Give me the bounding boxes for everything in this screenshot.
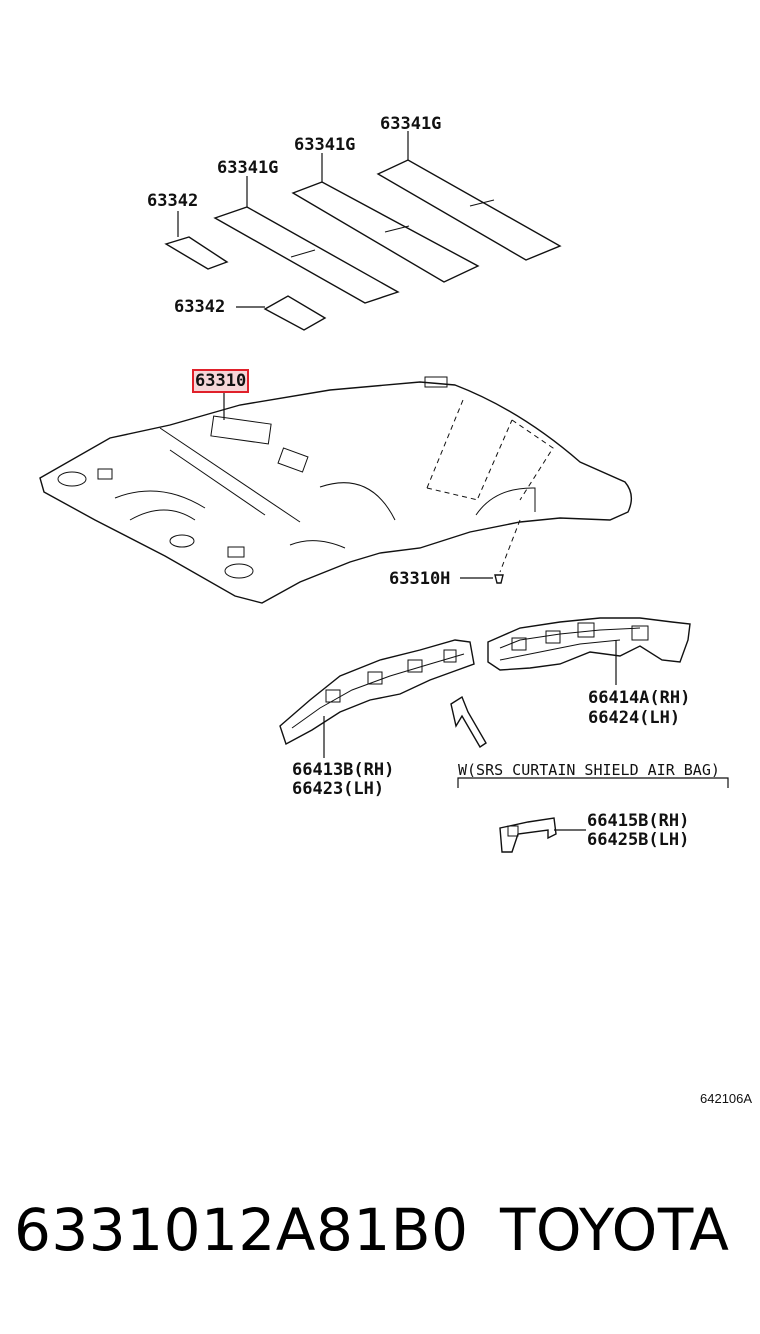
label-63342-bottom: 63342 — [174, 297, 226, 317]
small-pad-63342-bottom — [263, 295, 327, 331]
label-66424-lh: 66424(LH) — [588, 708, 681, 728]
label-63342-top: 63342 — [147, 191, 199, 211]
sound-pad-63341g-right — [376, 159, 562, 261]
sound-pad-63341g-middle — [291, 181, 480, 283]
label-63341g-right: 63341G — [380, 114, 442, 134]
label-66423-lh: 66423(LH) — [292, 779, 385, 799]
label-63310h: 63310H — [389, 569, 451, 589]
label-66413b-rh: 66413B(RH) — [292, 760, 395, 780]
view-arrow — [450, 695, 487, 748]
label-63310-wrap: 63310 — [192, 369, 250, 393]
label-63310-highlighted: 63310 — [192, 369, 250, 393]
label-66415b-rh: 66415B(RH) — [587, 811, 690, 831]
small-bracket — [499, 817, 557, 853]
roof-bracket-rear — [487, 617, 691, 671]
condition-bracket-line — [457, 777, 729, 788]
clip-63310h — [494, 574, 504, 584]
headliner-63310 — [39, 376, 633, 604]
diagram-code: 642106A — [700, 1091, 753, 1106]
label-63341g-middle: 63341G — [294, 135, 356, 155]
label-63341g-left: 63341G — [217, 158, 279, 178]
small-pad-63342-top — [164, 236, 229, 270]
condition-note: W(SRS CURTAIN SHIELD AIR BAG) — [458, 761, 720, 779]
footer-brand: TOYOTA — [500, 1196, 730, 1264]
label-66414a-rh: 66414A(RH) — [588, 688, 691, 708]
roof-bracket-front — [279, 639, 475, 746]
label-66425b-lh: 66425B(LH) — [587, 830, 690, 850]
sound-pad-63341g-left — [213, 206, 400, 304]
footer-part-number: 6331012A81B0 — [14, 1196, 469, 1264]
